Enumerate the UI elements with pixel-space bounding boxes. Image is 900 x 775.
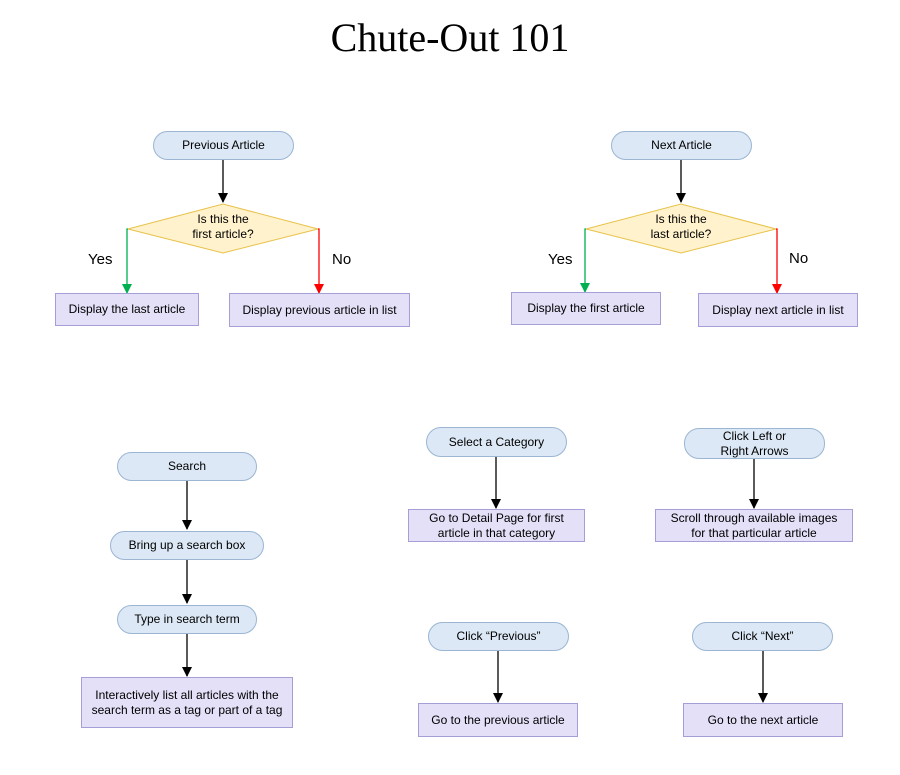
search-step-search-box: Bring up a search box: [110, 531, 264, 560]
next-article-start: Next Article: [611, 131, 752, 160]
next-decision-text: Is this the last article?: [650, 212, 712, 241]
next-no-action: Display next article in list: [698, 293, 858, 327]
search-start: Search: [117, 452, 257, 481]
diagram-title: Chute-Out 101: [330, 15, 570, 60]
search-step-type-term: Type in search term: [117, 605, 257, 634]
edge-prev-yes: [122, 228, 132, 294]
prev-no-action: Display previous article in list: [229, 293, 410, 327]
prev-decision-text: Is this the first article?: [192, 212, 254, 241]
select-category-start: Select a Category: [426, 427, 567, 457]
click-previous-start: Click “Previous”: [428, 622, 569, 651]
prev-article-start: Previous Article: [153, 131, 294, 160]
scroll-images-action: Scroll through available images for that…: [655, 509, 853, 542]
prev-no-label: No: [332, 251, 352, 268]
prev-yes-action: Display the last article: [55, 293, 199, 326]
next-yes-label: Yes: [548, 251, 573, 268]
go-next-action: Go to the next article: [683, 703, 843, 737]
next-no-label: No: [789, 250, 809, 267]
prev-yes-label: Yes: [88, 251, 113, 268]
category-detail-action: Go to Detail Page for first article in t…: [408, 509, 585, 542]
click-next-start: Click “Next”: [692, 622, 833, 651]
edge-prev-no: [314, 228, 324, 294]
click-arrows-start: Click Left or Right Arrows: [684, 428, 825, 459]
next-yes-action: Display the first article: [511, 292, 661, 325]
search-step-list-results: Interactively list all articles with the…: [81, 677, 293, 728]
edge-next-no: [772, 228, 782, 294]
edge-next-yes: [580, 228, 590, 293]
go-previous-action: Go to the previous article: [418, 703, 578, 737]
